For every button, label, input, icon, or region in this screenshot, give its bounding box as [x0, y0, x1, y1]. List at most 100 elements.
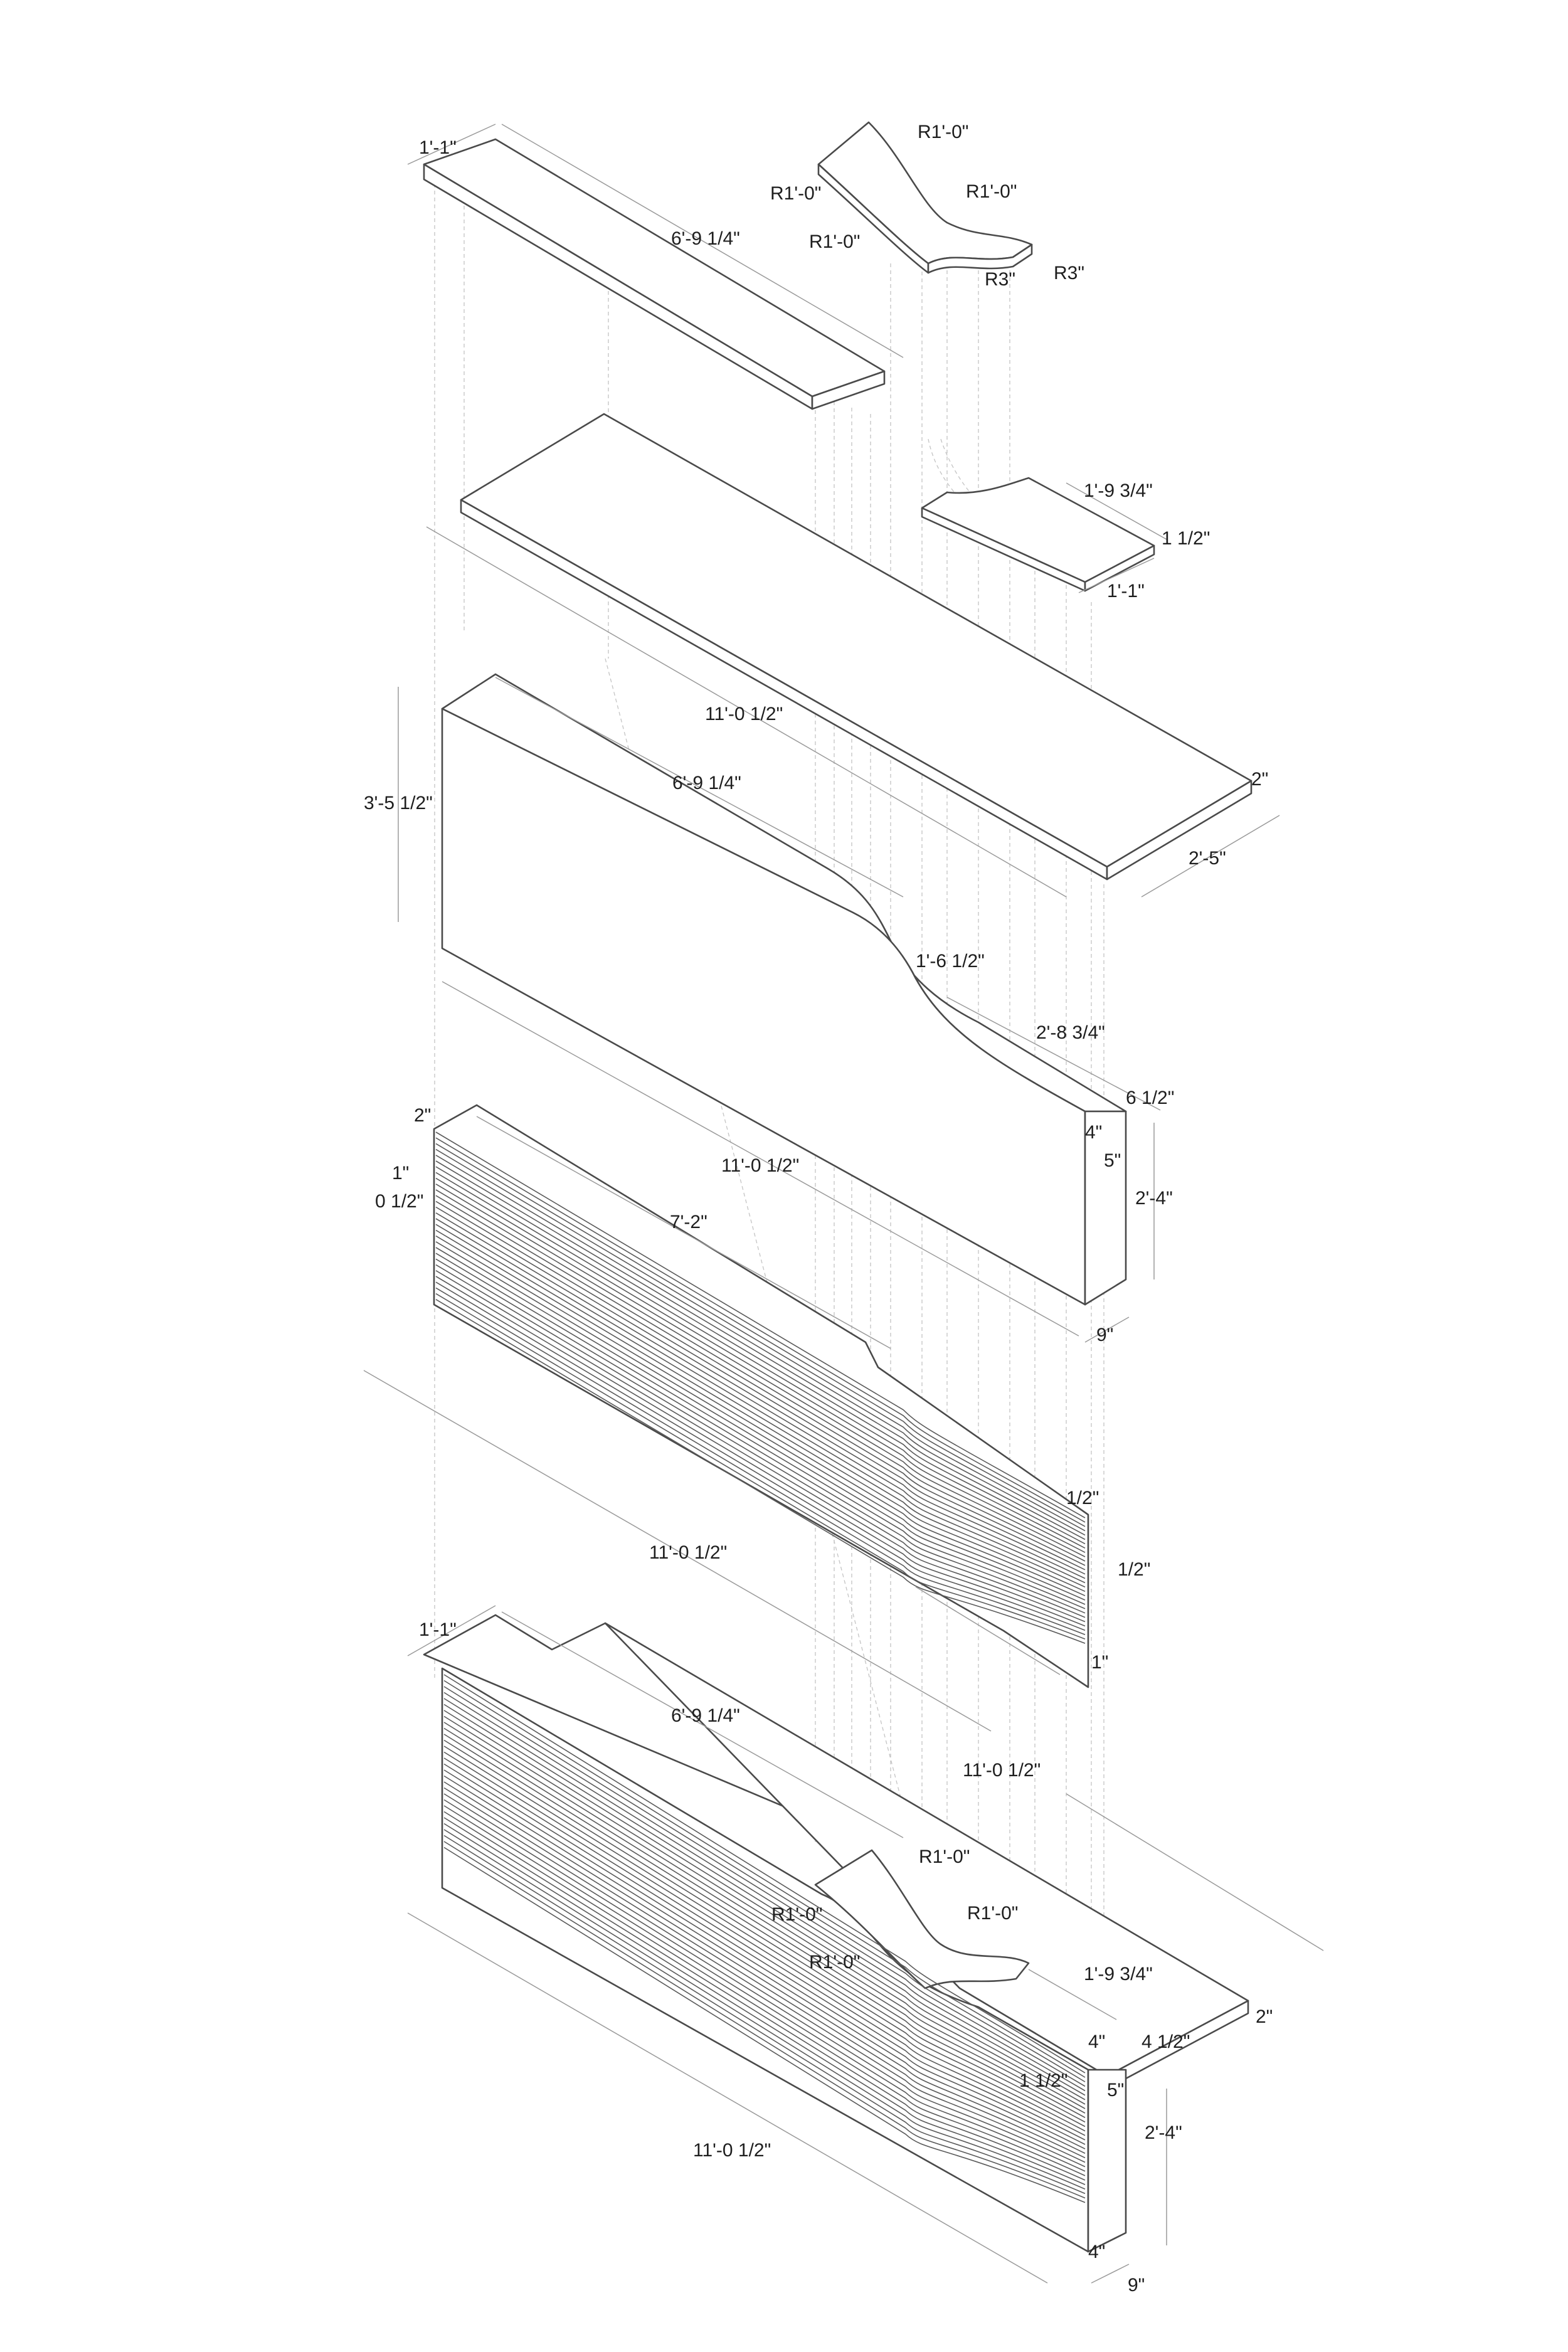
slat-line — [443, 1769, 1086, 2145]
dim-slat-length: 7'-2" — [670, 1212, 707, 1232]
slat-line — [443, 1727, 1086, 2114]
dim-curve-r5: R3" — [985, 269, 1015, 290]
dim-assembly-4b: 4" — [1088, 2242, 1105, 2262]
assembly-slat-lines — [443, 1674, 1086, 2203]
slat-line — [443, 1787, 1086, 2159]
slat-line — [435, 1253, 1086, 1609]
slat-line — [443, 1846, 1086, 2203]
slat-line — [443, 1763, 1086, 2141]
slat-line — [435, 1200, 1086, 1571]
slat-line — [435, 1235, 1086, 1596]
dim-assembly-depth: 2'-4" — [1145, 2122, 1182, 2143]
dim-panel-9: 9" — [1096, 1325, 1113, 1345]
slat-line — [443, 1835, 1086, 2195]
dim-assembly-4a: 4" — [1088, 2032, 1105, 2052]
dim-long-board-depth: 2'-5" — [1189, 848, 1226, 869]
dim-assembly-r4: R1'-0" — [809, 1952, 860, 1973]
dim-top-board-width: 1'-1" — [419, 137, 457, 158]
slat-line — [435, 1143, 1086, 1527]
dim-slat-1b: 1" — [1091, 1652, 1108, 1673]
slat-line — [435, 1195, 1086, 1566]
slat-line — [443, 1811, 1086, 2176]
dim-assembly-length: 11'-0 1/2" — [963, 1760, 1041, 1781]
slat-line — [443, 1793, 1086, 2163]
dim-panel-height: 3'-5 1/2" — [364, 793, 433, 813]
slat-line — [443, 1757, 1086, 2136]
dim-curve-r2: R1'-0" — [770, 183, 821, 204]
assembly — [423, 1614, 1249, 2253]
dim-assembly-width: 1'-1" — [419, 1619, 457, 1640]
dim-curve-r3: R1'-0" — [966, 181, 1017, 202]
slat-line — [443, 1799, 1086, 2168]
dim-long-board-thickness: 2" — [1251, 769, 1268, 790]
slat-lines — [435, 1131, 1086, 1644]
slat-line — [443, 1781, 1086, 2154]
slat-line — [435, 1206, 1086, 1575]
slat-line — [435, 1276, 1086, 1627]
dim-slat-overall: 11'-0 1/2" — [649, 1542, 727, 1563]
dim-long-board-length: 11'-0 1/2" — [705, 704, 783, 724]
slat-line — [435, 1155, 1086, 1536]
dim-assembly-overall: 11'-0 1/2" — [693, 2140, 771, 2161]
slat-line — [435, 1264, 1086, 1618]
long-board — [460, 413, 1253, 881]
slat-line — [435, 1229, 1086, 1592]
slat-line — [435, 1281, 1086, 1631]
dim-panel-lower: 2'-8 3/4" — [1036, 1022, 1105, 1043]
slat-line — [435, 1148, 1086, 1532]
dim-curve-r1: R1'-0" — [918, 122, 968, 142]
top-board — [423, 138, 886, 410]
dim-curve-r4: R1'-0" — [809, 231, 860, 252]
dim-assembly-2: 2" — [1256, 2006, 1273, 2027]
slat-stack — [433, 1104, 1089, 1688]
dim-assembly-9: 9" — [1128, 2275, 1145, 2296]
slat-line — [443, 1722, 1086, 2109]
slat-line — [435, 1247, 1086, 1605]
dim-curve-r6: R3" — [1054, 263, 1084, 283]
slat-line — [435, 1224, 1086, 1588]
dim-assembly-r2: R1'-0" — [771, 1904, 822, 1925]
dim-panel-offset: 6 1/2" — [1126, 1088, 1174, 1108]
dim-assembly-r1: R1'-0" — [919, 1846, 970, 1867]
curved-piece — [817, 121, 1033, 274]
dimension-lines — [363, 124, 1324, 2284]
slat-line — [443, 1739, 1086, 2123]
slat-line — [443, 1715, 1086, 2105]
slat-line — [435, 1270, 1086, 1623]
slat-line — [443, 1829, 1086, 2190]
dim-slat-1: 1" — [392, 1163, 409, 1184]
slat-line — [435, 1241, 1086, 1601]
panel — [441, 673, 1127, 1306]
dim-panel-length: 11'-0 1/2" — [721, 1155, 799, 1176]
dim-panel-4: 4" — [1085, 1122, 1102, 1143]
slat-line — [443, 1710, 1086, 2100]
dim-slat-2: 2" — [414, 1105, 431, 1126]
dimension-labels: 1'-1" 6'-9 1/4" R1'-0" R1'-0" R1'-0" R1'… — [364, 122, 1273, 2296]
dim-panel-curve: 1'-6 1/2" — [916, 951, 985, 972]
dim-assembly-4half: 4 1/2" — [1142, 2032, 1190, 2052]
dim-panel-depth: 2'-4" — [1135, 1188, 1173, 1209]
slat-line — [443, 1775, 1086, 2149]
slat-line — [435, 1258, 1086, 1614]
slat-line — [443, 1692, 1086, 2087]
slat-line — [435, 1160, 1086, 1540]
dim-slat-half-b: 1/2" — [1118, 1559, 1150, 1580]
dim-assembly-top: 6'-9 1/4" — [671, 1705, 740, 1726]
dim-slat-half-a: 1/2" — [1066, 1488, 1099, 1508]
slat-line — [435, 1212, 1086, 1579]
slat-line — [443, 1698, 1086, 2092]
dim-panel-top-length: 6'-9 1/4" — [672, 773, 741, 793]
slat-line — [435, 1299, 1086, 1644]
dim-slat-half: 0 1/2" — [375, 1191, 423, 1212]
slat-line — [443, 1674, 1086, 2074]
slat-line — [435, 1166, 1086, 1545]
slat-line — [443, 1805, 1086, 2172]
dim-small-board-thickness: 1 1/2" — [1162, 528, 1210, 549]
dim-small-board-length: 1'-9 3/4" — [1084, 480, 1153, 501]
slat-line — [443, 1823, 1086, 2185]
slat-line — [443, 1751, 1086, 2132]
slat-line — [435, 1293, 1086, 1640]
slat-line — [443, 1745, 1086, 2127]
slat-line — [443, 1680, 1086, 2078]
